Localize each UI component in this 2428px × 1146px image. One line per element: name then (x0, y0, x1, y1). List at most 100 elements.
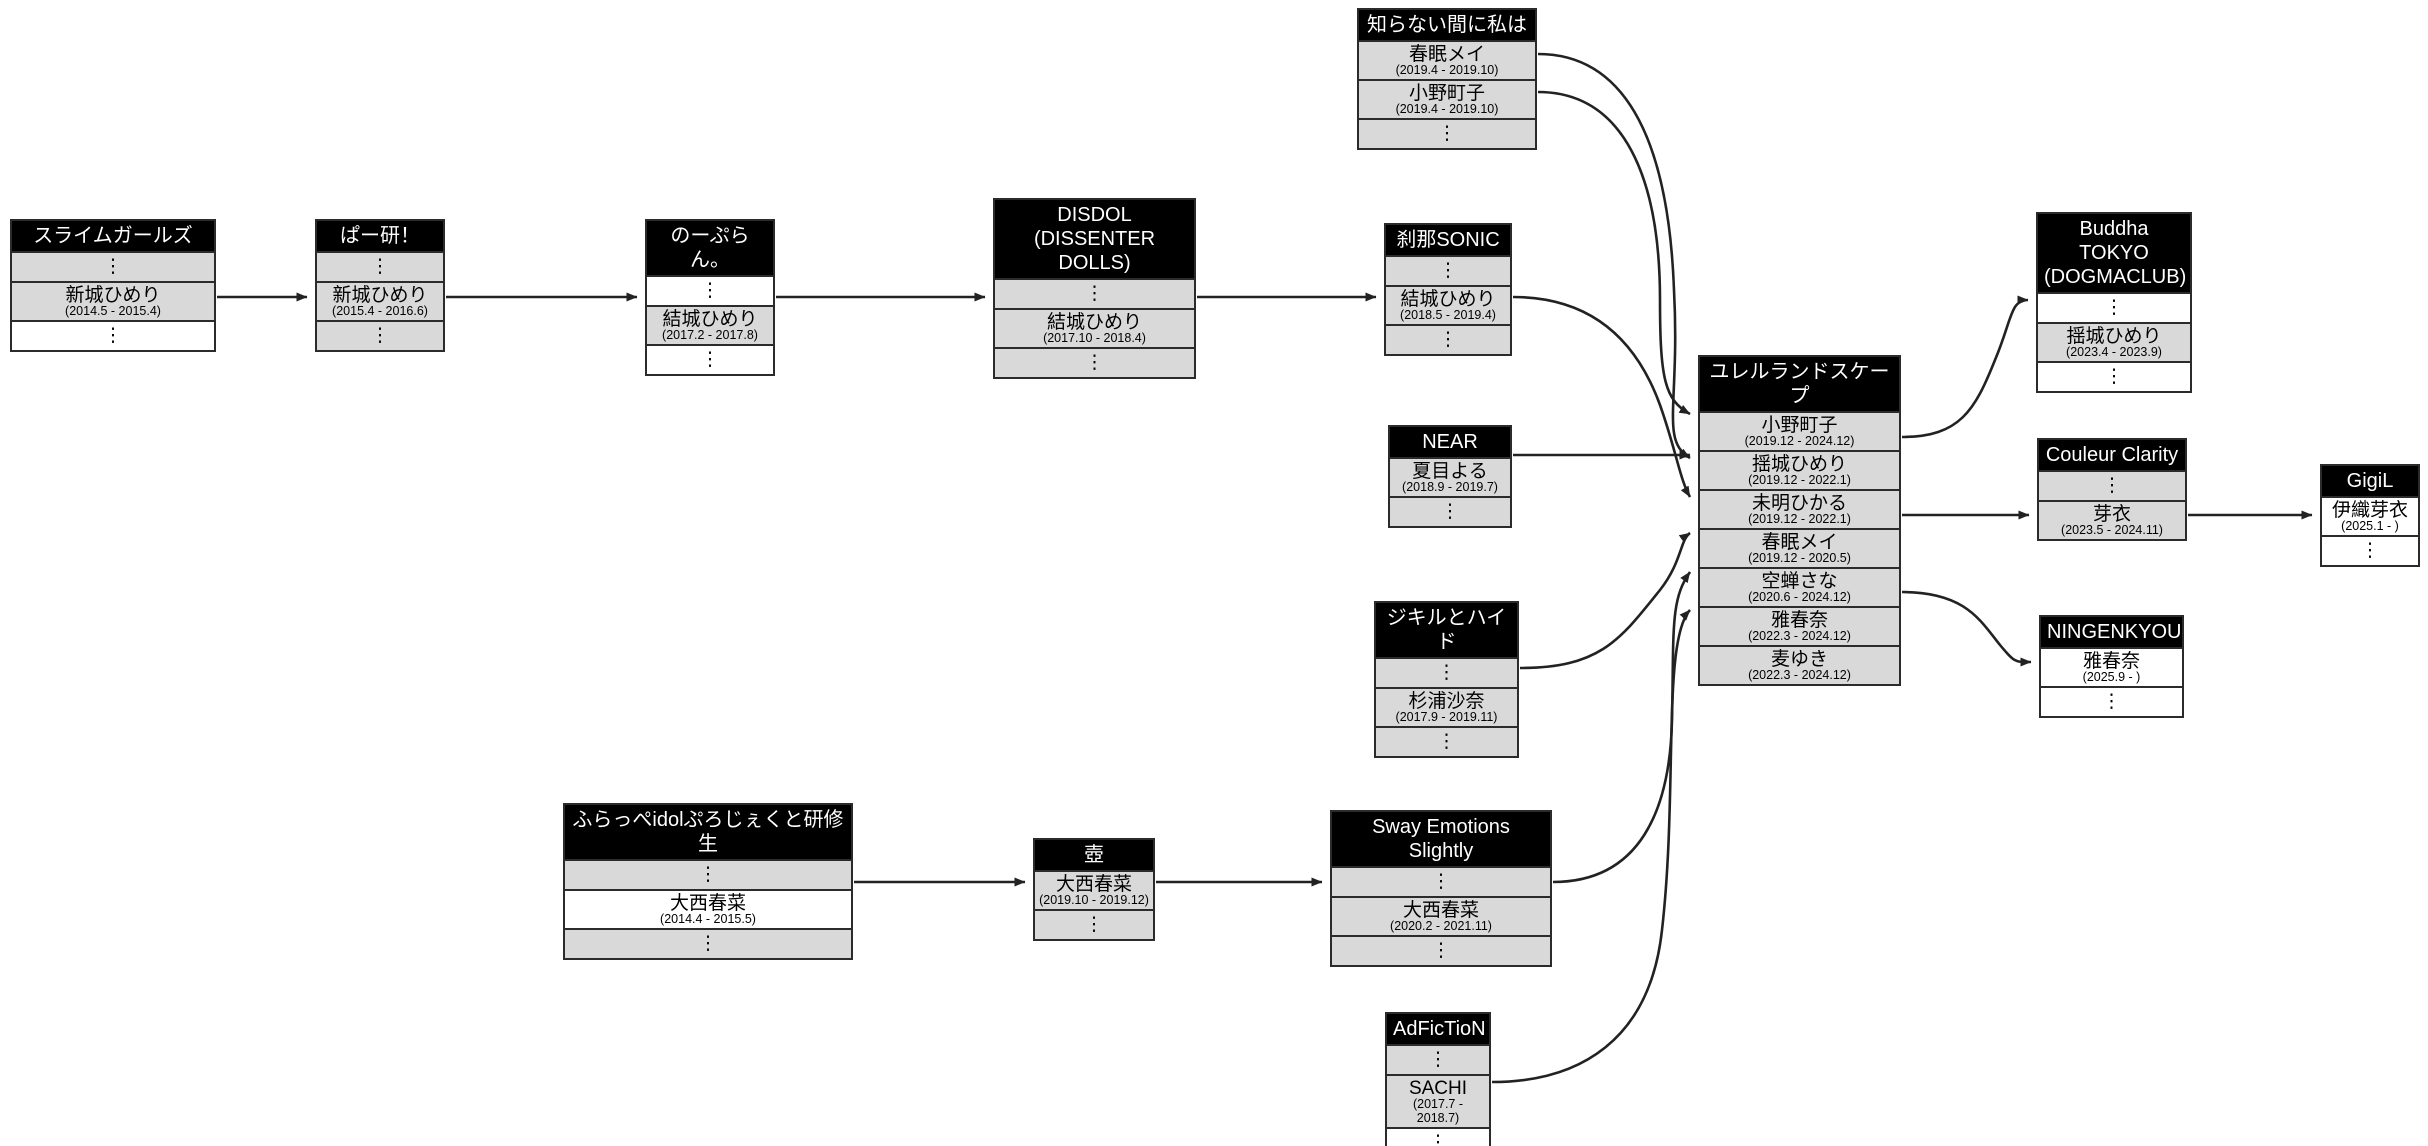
member-row[interactable]: 新城ひめり(2014.5 - 2015.4) (12, 281, 214, 320)
member-row[interactable]: SACHI(2017.7 - 2018.7) (1387, 1074, 1489, 1127)
vertical-ellipsis-icon: ⋮ (1431, 871, 1451, 892)
member-row[interactable]: 小野町子(2019.12 - 2024.12) (1700, 411, 1899, 450)
member-dates: (2025.9 - ) (2082, 670, 2141, 684)
vertical-ellipsis-icon: ⋮ (698, 933, 718, 954)
member-name: 芽衣 (2092, 504, 2131, 525)
vertical-ellipsis-icon: ⋮ (2102, 475, 2122, 496)
member-row[interactable]: 揺城ひめり(2023.4 - 2023.9) (2038, 322, 2190, 361)
member-row[interactable]: 小野町子(2019.4 - 2019.10) (1359, 79, 1535, 118)
group-title-flappe-idol-project-kenshusei: ふらっぺidolぷろじぇくと研修生 (565, 805, 851, 859)
group-node-shiranai-ma-ni-watashi-wa[interactable]: 知らない間に私は春眠メイ(2019.4 - 2019.10)小野町子(2019.… (1357, 8, 1537, 150)
group-node-slime-girls[interactable]: スライムガールズ⋮新城ひめり(2014.5 - 2015.4)⋮ (10, 219, 216, 352)
member-dates: (2019.12 - 2022.1) (1748, 473, 1851, 487)
member-row[interactable]: 麦ゆき(2022.3 - 2024.12) (1700, 645, 1899, 684)
group-title-ningenkyou: NINGENKYOU (2041, 617, 2182, 647)
member-dates: (2025.1 - ) (2341, 519, 2399, 533)
vertical-ellipsis-icon: ⋮ (1085, 283, 1104, 304)
ellipsis-row: ⋮ (2038, 361, 2190, 391)
group-node-pa-ken[interactable]: ぱー研！⋮新城ひめり(2015.4 - 2016.6)⋮ (315, 219, 445, 352)
group-node-buddha-tokyo-dogmaclub[interactable]: Buddha TOKYO (DOGMACLUB)⋮揺城ひめり(2023.4 - … (2036, 212, 2192, 393)
edge-jekyll-to-yureru (1519, 531, 1691, 670)
vertical-ellipsis-icon: ⋮ (1440, 501, 1460, 522)
group-node-yureru-landscape[interactable]: ユレルランドスケープ小野町子(2019.12 - 2024.12)揺城ひめり(2… (1698, 355, 1901, 686)
member-dates: (2019.10 - 2019.12) (1039, 893, 1149, 907)
vertical-ellipsis-icon: ⋮ (1085, 352, 1104, 373)
member-row[interactable]: 春眠メイ(2019.12 - 2020.5) (1700, 528, 1899, 567)
group-title-pa-ken: ぱー研！ (317, 221, 443, 251)
member-row[interactable]: 大西春菜(2019.10 - 2019.12) (1035, 870, 1153, 909)
member-name: 結城ひめり (662, 309, 758, 330)
edge-yureru-to-ningenkyou (1901, 590, 2032, 667)
group-node-sway-emotions-slightly[interactable]: Sway Emotions Slightly ⋮ 大西春菜(2020.2 - 202… (1330, 810, 1552, 967)
group-title-adfiction: AdFicTioN (1387, 1014, 1489, 1044)
member-name: 未明ひかる (1751, 493, 1847, 514)
ellipsis-row: ⋮ (995, 278, 1194, 308)
member-row[interactable]: 大西春菜(2014.4 - 2015.5) (565, 889, 851, 928)
vertical-ellipsis-icon: ⋮ (700, 349, 720, 370)
member-row[interactable]: 空蝉さな(2020.6 - 2024.12) (1700, 567, 1899, 606)
ellipsis-row: ⋮ (1376, 657, 1517, 687)
member-row[interactable]: 結城ひめり(2017.2 - 2017.8) (647, 305, 773, 344)
ellipsis-row: ⋮ (647, 344, 773, 374)
member-dates: (2018.9 - 2019.7) (1402, 480, 1498, 494)
group-node-flappe-idol-project-kenshusei[interactable]: ふらっぺidolぷろじぇくと研修生 ⋮ 大西春菜(2014.4 - 2015.5) ⋮ (563, 803, 853, 960)
member-name: 大西春菜 (669, 893, 746, 914)
member-dates: (2017.2 - 2017.8) (662, 328, 758, 342)
member-dates: (2019.4 - 2019.10) (1395, 102, 1499, 116)
member-row[interactable]: 雅春奈(2025.9 - ) (2041, 647, 2182, 686)
group-node-couleur-clarity[interactable]: Couleur Clarity⋮芽衣(2023.5 - 2024.11) (2037, 438, 2187, 541)
member-row[interactable]: 結城ひめり(2018.5 - 2019.4) (1386, 285, 1510, 324)
member-dates: (2019.12 - 2024.12) (1744, 434, 1855, 448)
group-title-slime-girls: スライムガールズ (12, 221, 214, 251)
member-row[interactable]: 新城ひめり(2015.4 - 2016.6) (317, 281, 443, 320)
ellipsis-row: ⋮ (2322, 535, 2418, 565)
member-name: 新城ひめり (65, 285, 161, 306)
member-dates: (2014.4 - 2015.5) (660, 912, 756, 926)
edge-sway-to-yureru (1552, 571, 1692, 884)
group-node-no-puran[interactable]: のーぷらん。⋮結城ひめり(2017.2 - 2017.8)⋮ (645, 219, 775, 376)
member-name: 春眠メイ (1761, 532, 1838, 553)
group-node-setsuna-sonic[interactable]: 刹那SONIC⋮結城ひめり(2018.5 - 2019.4)⋮ (1384, 223, 1512, 356)
member-row[interactable]: 夏目よる(2018.9 - 2019.7) (1390, 457, 1510, 496)
ellipsis-row: ⋮ (565, 859, 851, 889)
ellipsis-row: ⋮ (1332, 866, 1550, 896)
group-title-sway-emotions-slightly: Sway Emotions Slightly (1332, 812, 1550, 866)
member-name: 麦ゆき (1770, 649, 1828, 670)
edge-shiranai-mei-to-yureru (1537, 52, 1691, 460)
member-dates: (2015.4 - 2016.6) (332, 304, 428, 318)
vertical-ellipsis-icon: ⋮ (103, 256, 123, 277)
member-dates: (2019.4 - 2019.10) (1395, 63, 1499, 77)
member-row[interactable]: 大西春菜(2020.2 - 2021.11) (1332, 896, 1550, 935)
member-dates: (2019.12 - 2022.1) (1748, 512, 1851, 526)
vertical-ellipsis-icon: ⋮ (1438, 329, 1458, 350)
member-row[interactable]: 雅春奈(2022.3 - 2024.12) (1700, 606, 1899, 645)
member-name: 大西春菜 (1055, 874, 1132, 895)
group-node-disdol-dissenter-dolls[interactable]: DISDOL (DISSENTER DOLLS)⋮結城ひめり(2017.10 -… (993, 198, 1196, 379)
vertical-ellipsis-icon: ⋮ (698, 864, 718, 885)
ellipsis-row: ⋮ (2041, 686, 2182, 716)
group-title-near: NEAR (1390, 427, 1510, 457)
member-row[interactable]: 春眠メイ(2019.4 - 2019.10) (1359, 40, 1535, 79)
member-row[interactable]: 芽衣(2023.5 - 2024.11) (2039, 500, 2185, 539)
ellipsis-row: ⋮ (12, 251, 214, 281)
member-name: 新城ひめり (332, 285, 428, 306)
member-dates: (2023.4 - 2023.9) (2066, 345, 2162, 359)
group-node-jekyll-to-hyde[interactable]: ジキルとハイド⋮杉浦沙奈(2017.9 - 2019.11)⋮ (1374, 601, 1519, 758)
member-name: 杉浦沙奈 (1408, 691, 1485, 712)
member-row[interactable]: 杉浦沙奈(2017.9 - 2019.11) (1376, 687, 1517, 726)
group-node-adfiction[interactable]: AdFicTioN⋮SACHI(2017.7 - 2018.7)⋮ (1385, 1012, 1491, 1146)
member-row[interactable]: 揺城ひめり(2019.12 - 2022.1) (1700, 450, 1899, 489)
vertical-ellipsis-icon: ⋮ (2102, 691, 2121, 712)
member-row[interactable]: 未明ひかる(2019.12 - 2022.1) (1700, 489, 1899, 528)
vertical-ellipsis-icon: ⋮ (2360, 540, 2380, 561)
group-node-tsubo[interactable]: 壺大西春菜(2019.10 - 2019.12)⋮ (1033, 838, 1155, 941)
member-row[interactable]: 結城ひめり(2017.10 - 2018.4) (995, 308, 1194, 347)
vertical-ellipsis-icon: ⋮ (2104, 297, 2124, 318)
ellipsis-row: ⋮ (317, 251, 443, 281)
member-row[interactable]: 伊織芽衣(2025.1 - ) (2322, 496, 2418, 535)
